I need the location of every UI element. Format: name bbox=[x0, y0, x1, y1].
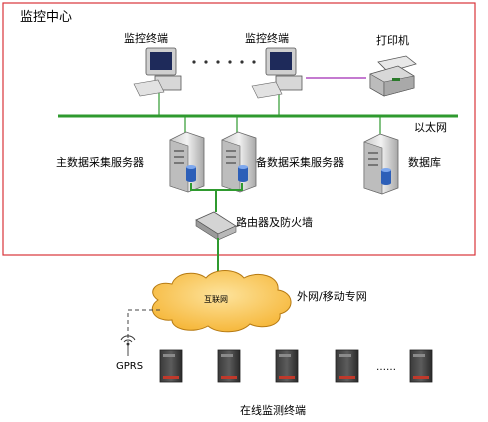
computer-icon bbox=[251, 47, 303, 99]
terminal-2-label: 监控终端 bbox=[245, 31, 289, 45]
router-label: 路由器及防火墙 bbox=[236, 215, 313, 229]
server-icon bbox=[363, 133, 399, 195]
router-firewall-icon bbox=[195, 211, 237, 241]
computer-icon bbox=[133, 47, 182, 97]
internet-cloud: 互联网 bbox=[151, 270, 292, 333]
printer-label: 打印机 bbox=[376, 33, 409, 47]
monitoring-center-frame bbox=[2, 2, 476, 256]
terminal-1-label: 监控终端 bbox=[124, 31, 168, 45]
more-terminals-dots bbox=[192, 60, 256, 64]
database-label: 数据库 bbox=[408, 155, 441, 169]
monitoring-terminal-1: 监控终端 bbox=[124, 31, 182, 116]
database-cylinder-icon bbox=[238, 165, 248, 182]
primary-server-label: 主数据采集服务器 bbox=[56, 155, 144, 169]
monitoring-device-3 bbox=[275, 349, 299, 383]
gprs-label: GPRS bbox=[116, 361, 143, 372]
antenna-icon bbox=[120, 335, 136, 356]
monitoring-center-title: 监控中心 bbox=[20, 10, 72, 25]
gprs-link bbox=[127, 309, 160, 342]
monitoring-terminal-2: 监控终端 bbox=[245, 31, 303, 116]
backup-server-label: 备数据采集服务器 bbox=[256, 155, 344, 169]
cloud-label: 互联网 bbox=[204, 295, 228, 304]
server-icon bbox=[169, 131, 205, 193]
backup-server bbox=[221, 116, 257, 193]
server-router-link bbox=[190, 183, 243, 212]
monitoring-device-2 bbox=[217, 349, 241, 383]
database-cylinder-icon bbox=[186, 165, 196, 182]
primary-server bbox=[169, 116, 205, 193]
more-devices-ellipsis: …… bbox=[376, 362, 396, 373]
monitoring-device-1 bbox=[159, 349, 183, 383]
server-icon bbox=[221, 131, 257, 193]
database-cylinder-icon bbox=[381, 168, 391, 185]
printer-icon bbox=[369, 55, 417, 97]
external-network-label: 外网/移动专网 bbox=[297, 289, 367, 303]
monitoring-device-4 bbox=[335, 349, 359, 383]
online-terminals-caption: 在线监测终端 bbox=[240, 403, 306, 417]
database-server bbox=[363, 116, 399, 195]
ethernet-label: 以太网 bbox=[414, 121, 447, 134]
monitoring-device-5 bbox=[409, 349, 433, 383]
